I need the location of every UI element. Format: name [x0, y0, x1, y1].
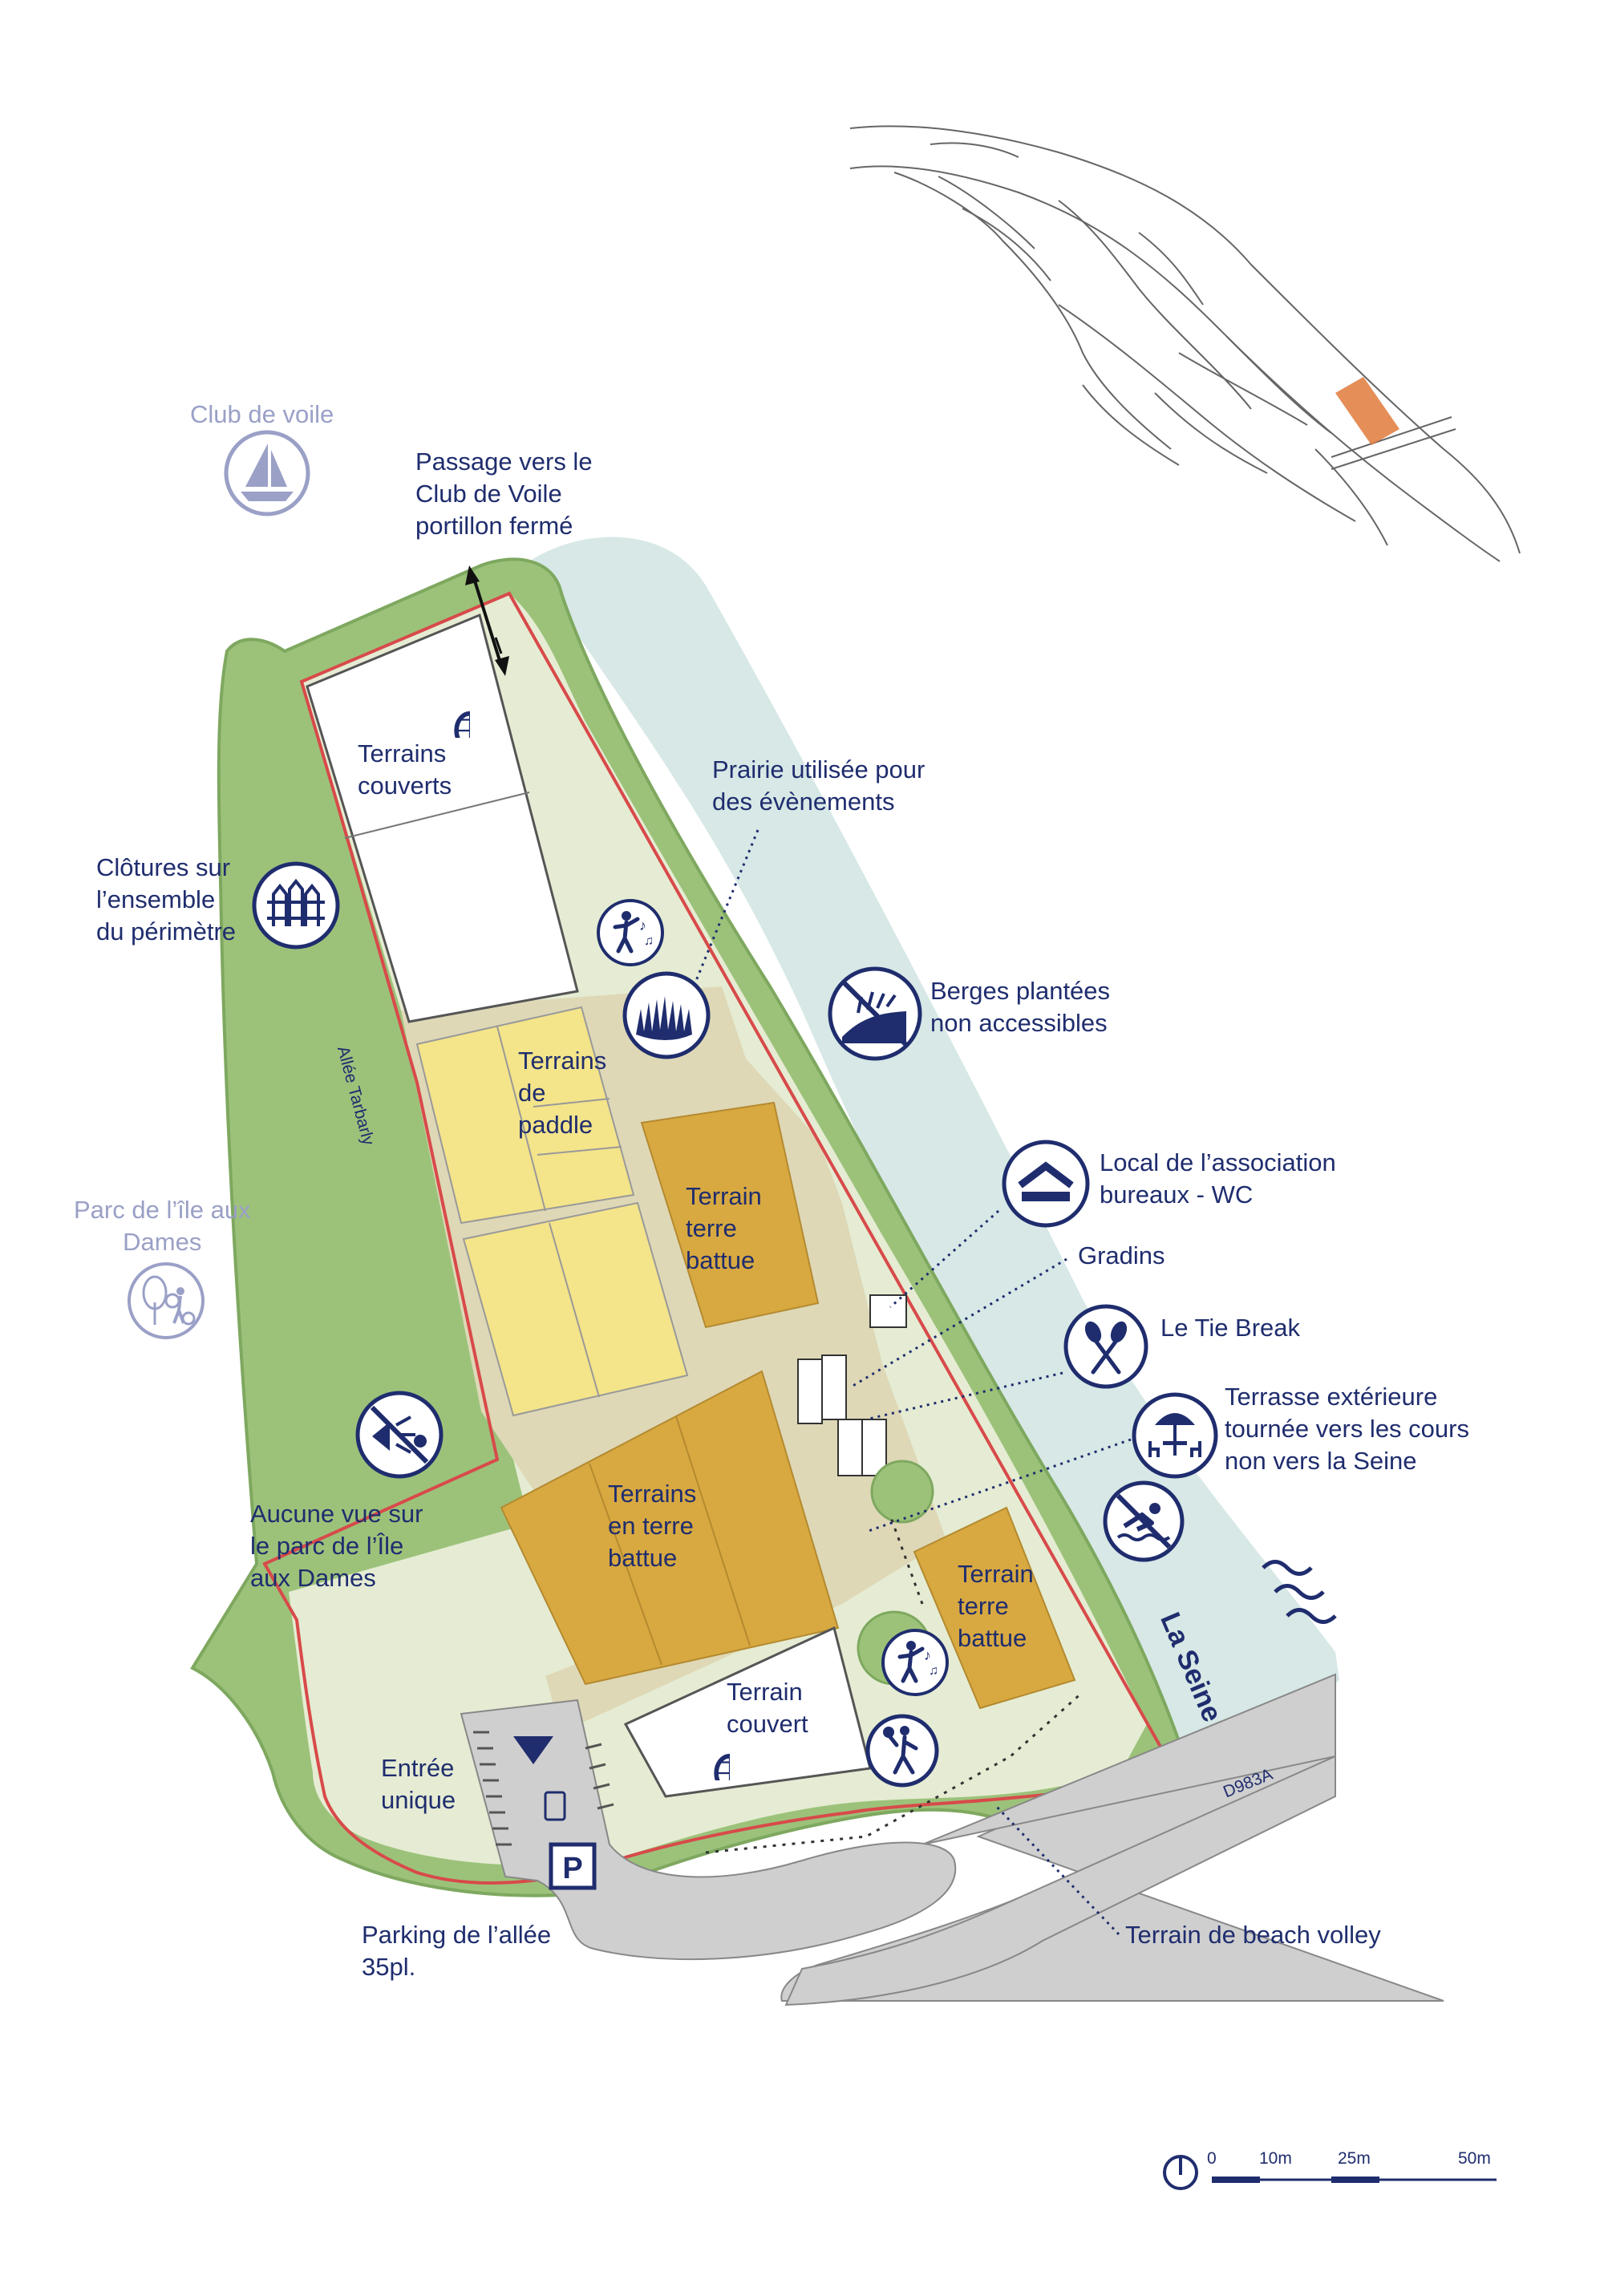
label-gradins: Gradins — [1078, 1241, 1165, 1269]
label-paddle: Terrains de paddle — [518, 1047, 607, 1139]
scale-tick-10m: 10m — [1259, 2149, 1292, 2168]
svg-text:♪: ♪ — [924, 1647, 931, 1663]
label-terre-battue-1: Terrain terre battue — [686, 1182, 762, 1274]
location-inset-map — [849, 125, 1521, 562]
no-view-icon — [354, 1390, 444, 1480]
grass-icon — [622, 970, 711, 1060]
label-terrain-couvert: Terrain couvert — [727, 1678, 808, 1738]
label-parc: Parc de l’île aux Dames — [74, 1196, 251, 1256]
covered-courts-building — [306, 613, 579, 1023]
park-tree-icon — [126, 1261, 206, 1341]
clay-court-2 — [913, 1506, 1076, 1710]
label-tie-break: Le Tie Break — [1160, 1314, 1301, 1342]
dancer-music-icon: ♪ ♫ — [881, 1628, 950, 1697]
beach-volley-icon — [865, 1713, 940, 1788]
no-access-bank-icon — [826, 965, 924, 1063]
road-d983a-band — [784, 1673, 1336, 2006]
svg-text:♪: ♪ — [639, 917, 646, 933]
terrace-umbrella-icon — [1131, 1391, 1219, 1480]
label-clotures: Clôtures sur l’ensemble du périmètre — [96, 853, 237, 946]
label-terrains-couverts: Terrains couverts — [358, 739, 452, 800]
label-club-voile: Club de voile — [190, 400, 334, 428]
svg-text:♫: ♫ — [644, 934, 654, 948]
scale-tick-25m: 25m — [1338, 2149, 1371, 2168]
dancer-music-icon: ♪ ♫ — [596, 898, 665, 967]
tree-terrace — [870, 1460, 934, 1524]
parking-stripes — [473, 1731, 614, 1846]
paddle-courts-bottom — [462, 1201, 689, 1417]
label-entree: Entrée unique — [381, 1754, 456, 1814]
scale-bar — [1163, 2155, 1497, 2190]
grandstands — [797, 1294, 907, 1476]
fence-icon — [251, 860, 341, 950]
passage-arrow — [472, 575, 503, 666]
seine-water — [529, 537, 1339, 1764]
north-arrow-icon — [1163, 2155, 1198, 2190]
leader-lines — [692, 829, 1132, 1936]
paddle-courts-top — [415, 1006, 635, 1225]
entrance-arrow — [513, 1736, 553, 1764]
label-local: Local de l’association bureaux - WC — [1100, 1148, 1336, 1209]
small-p-sign — [544, 1791, 566, 1821]
label-berges: Berges plantées non accessibles — [930, 977, 1111, 1037]
clay-court-1 — [640, 1101, 820, 1329]
label-terrains-terre-battue: Terrains en terre battue — [608, 1480, 697, 1572]
no-swimming-icon — [1102, 1480, 1186, 1564]
parking-lot — [460, 1699, 957, 1961]
label-passage: Passage vers le Club de Voile portillon … — [415, 447, 593, 540]
site-location-highlight — [1335, 377, 1399, 445]
scale-tick-50m: 50m — [1458, 2149, 1491, 2168]
tennis-racket-icon — [658, 1708, 730, 1780]
tennis-racket-icon — [398, 666, 470, 738]
label-terrasse: Terrasse extérieure tournée vers les cou… — [1225, 1383, 1469, 1475]
building-roof-icon — [1001, 1139, 1091, 1229]
label-parking: Parking de l’allée 35pl. — [362, 1921, 552, 1981]
svg-text:♫: ♫ — [929, 1664, 938, 1678]
sailboat-icon — [223, 429, 311, 517]
fork-knife-icon — [1063, 1303, 1149, 1390]
wave-icon — [1262, 1560, 1337, 1624]
label-beach-volley: Terrain de beach volley — [1125, 1921, 1381, 1949]
covered-court-building — [623, 1626, 872, 1798]
parking-icon — [549, 1842, 597, 1890]
scale-tick-0: 0 — [1207, 2149, 1217, 2168]
dotted-path — [705, 1691, 1084, 1854]
label-prairie: Prairie utilisée pour des évènements — [712, 755, 926, 816]
label-terre-battue-2: Terrain terre battue — [958, 1560, 1034, 1652]
parking-letter: P — [562, 1852, 582, 1885]
clay-courts-large — [500, 1370, 840, 1686]
label-aucune-vue: Aucune vue sur le parc de l’Île aux Dame… — [250, 1500, 423, 1592]
